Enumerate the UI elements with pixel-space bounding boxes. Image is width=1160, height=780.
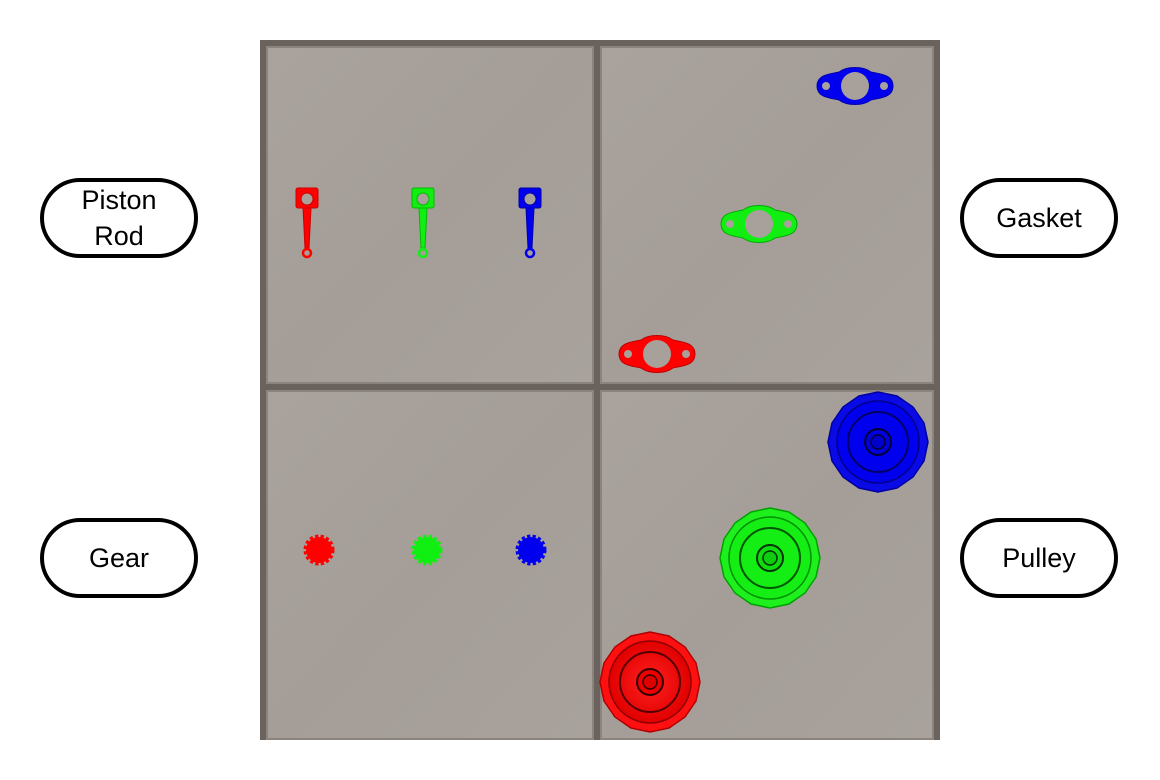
pulley-label-button[interactable]: Pulley: [960, 518, 1118, 598]
gasket-red[interactable]: [618, 335, 696, 373]
gasket-green[interactable]: [720, 205, 798, 243]
piston-rod-green[interactable]: [411, 187, 435, 259]
gear-label-button[interactable]: Gear: [40, 518, 198, 598]
piston-rod-label-button[interactable]: Piston Rod: [40, 178, 198, 258]
pulley-blue[interactable]: [827, 391, 929, 493]
pulley-red[interactable]: [599, 631, 701, 733]
tile-edges: [266, 46, 934, 740]
gasket-blue[interactable]: [816, 67, 894, 105]
piston-rod-blue[interactable]: [518, 187, 542, 259]
piston-rod-zone[interactable]: [266, 46, 594, 384]
gear-blue[interactable]: [515, 534, 547, 566]
piston-rod-red[interactable]: [295, 187, 319, 259]
pulley-green[interactable]: [719, 507, 821, 609]
gasket-label-button[interactable]: Gasket: [960, 178, 1118, 258]
gear-red[interactable]: [303, 534, 335, 566]
gear-green[interactable]: [411, 534, 443, 566]
tile-board: [260, 40, 940, 740]
